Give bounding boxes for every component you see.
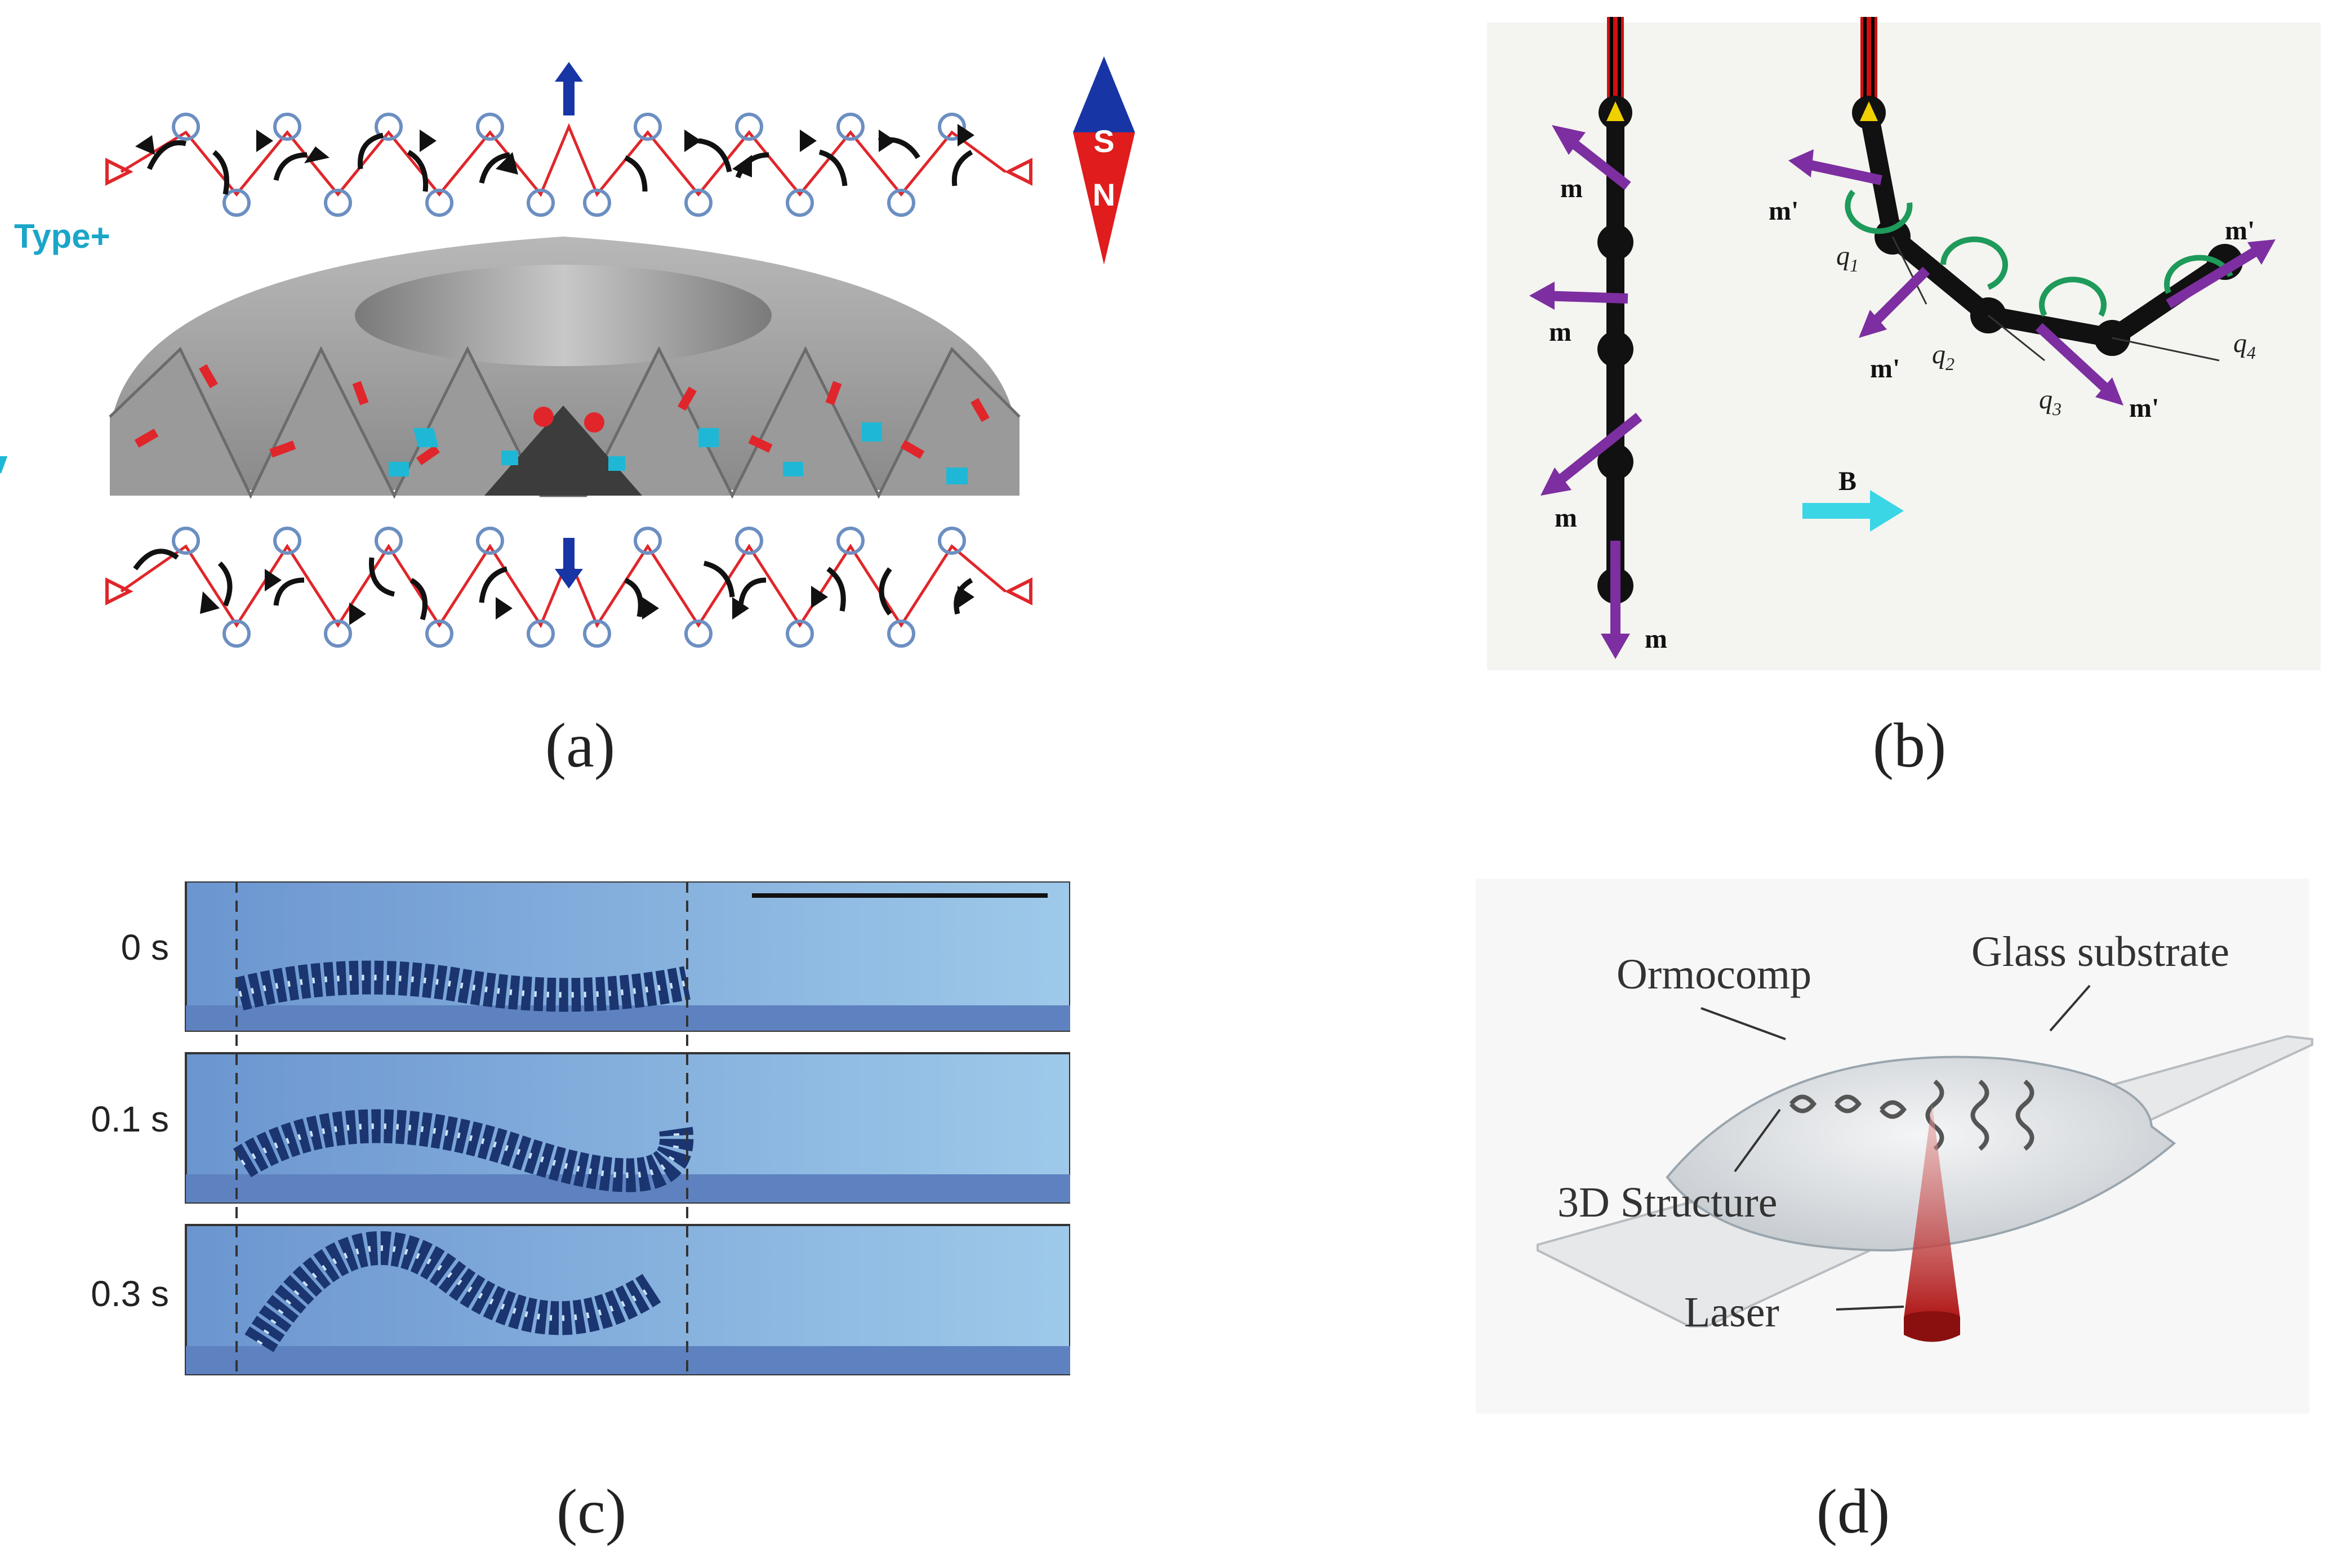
- panel-b-figure: m m m m: [1487, 17, 2321, 670]
- m-label-4: m: [1645, 624, 1667, 654]
- q1-label: q1: [1836, 241, 1859, 275]
- panel-a-caption: (a): [545, 711, 616, 781]
- m-prime-label-2: m': [1870, 354, 1900, 384]
- m-prime-label-4: m': [2225, 216, 2255, 246]
- m-prime-label-3: m': [2129, 393, 2159, 423]
- video-frame-0.3s: [185, 1224, 1070, 1375]
- q3-label: q3: [2039, 385, 2062, 419]
- panel-a-figure: S N Type+: [0, 56, 1135, 648]
- video-frame-0.1s: [185, 1052, 1070, 1204]
- field-label: B: [1838, 466, 1856, 496]
- panel-c-caption: (c): [556, 1477, 627, 1547]
- magnet-s-label: S: [1093, 123, 1114, 159]
- ormocomp-label: Ormocomp: [1617, 951, 1811, 998]
- frame-time-1: 0.1 s: [91, 1099, 169, 1139]
- frame-time-2: 0.3 s: [91, 1273, 169, 1314]
- rod-tip-marker: [1606, 101, 1624, 121]
- bottom-hinge-chain: [105, 527, 1032, 648]
- m-prime-label-1: m': [1769, 196, 1798, 226]
- magnet-n-label: N: [1093, 177, 1115, 212]
- moment-arrows-bent: [1788, 149, 2276, 406]
- video-frames: [185, 881, 1070, 1377]
- helix-structures: [1789, 1079, 2034, 1151]
- q2-label: q2: [1932, 340, 1954, 374]
- top-hinge-chain: [105, 62, 1032, 217]
- panel-d-figure: Ormocomp Glass substrate 3D Structure La…: [1476, 879, 2313, 1414]
- panel-b-caption: (b): [1872, 711, 1947, 781]
- frame-time-0: 0 s: [121, 927, 169, 968]
- panel-d: Ormocomp Glass substrate 3D Structure La…: [1442, 845, 2333, 1568]
- laser-beam: [1904, 1104, 1960, 1318]
- m-label-3: m: [1555, 503, 1577, 533]
- origami-ring-structure: [0, 237, 1021, 499]
- video-frame-0s: [185, 881, 1070, 1032]
- panel-c: 0 s 0.1 s 0.3 s: [0, 845, 1183, 1568]
- bent-rod: [1852, 17, 2243, 362]
- m-label-2: m: [1549, 317, 1571, 347]
- panel-a: S N Type+: [0, 0, 1183, 781]
- panel-b: m m m m: [1476, 0, 2333, 781]
- glass-substrate-label: Glass substrate: [1971, 928, 2229, 975]
- q4-label: q4: [2233, 328, 2256, 363]
- field-arrow: B: [1802, 466, 1904, 532]
- moment-arrows-straight: [1529, 125, 1642, 659]
- m-label-1: m: [1560, 173, 1583, 203]
- type-plus-label: Type+: [14, 217, 110, 255]
- panel-d-caption: (d): [1816, 1477, 1890, 1547]
- 3d-structure-label: 3D Structure: [1557, 1179, 1777, 1226]
- magnet-icon: S N: [1073, 56, 1135, 265]
- laser-label: Laser: [1684, 1289, 1779, 1336]
- straight-rod: [1597, 17, 1633, 604]
